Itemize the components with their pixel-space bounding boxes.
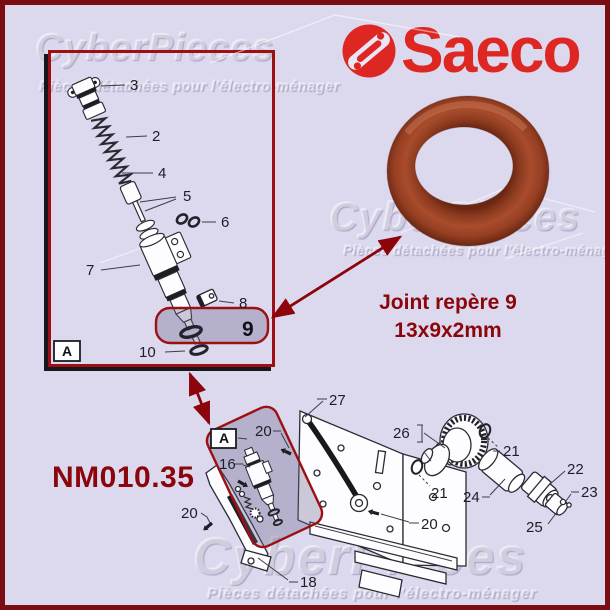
screw-arrow-20-top	[280, 448, 292, 456]
oring-photo	[386, 95, 550, 247]
oring-caption-title: Joint repère 9	[379, 291, 517, 314]
upper-callout-leaders	[100, 84, 235, 353]
oring-10-drawing	[189, 344, 209, 356]
callout-27: 27	[329, 392, 346, 409]
part-code: NM010.35	[52, 461, 195, 494]
lower-callout-leaders	[200, 398, 579, 583]
callout-26: 26	[393, 425, 410, 442]
callout-21-right: 21	[503, 443, 520, 460]
screw-arrow-16	[237, 479, 248, 488]
part-21-oring-right	[478, 423, 492, 439]
saeco-wordmark: Saeco	[401, 14, 582, 86]
part-25-cap	[544, 492, 569, 516]
callout-10: 10	[139, 344, 156, 361]
small-hardware-chain	[234, 485, 264, 523]
arrow-upper-to-lower-diagram	[188, 371, 211, 426]
callout-8: 8	[239, 295, 247, 312]
part-6-rings	[175, 213, 201, 228]
part-24-cylinder	[478, 448, 526, 493]
callout-22: 22	[567, 461, 584, 478]
frame-label-a-upper: A	[53, 340, 81, 362]
screw-arrow-20-mid	[367, 509, 380, 516]
frame-label-a-lower-text: A	[219, 430, 229, 446]
callout-7: 7	[86, 262, 94, 279]
part-16-valve	[243, 446, 283, 527]
oring-caption: Joint repère 9 13x9x2mm	[357, 289, 539, 345]
callout-24: 24	[463, 489, 480, 506]
exploded-diagrams: 3 2 4 5 6 7 8 9 10 A	[53, 14, 598, 598]
callout-4: 4	[158, 165, 166, 182]
callout-23: 23	[581, 484, 598, 501]
callout-18: 18	[300, 574, 317, 591]
callout-5: 5	[183, 188, 191, 205]
callout-16: 16	[219, 456, 236, 473]
saeco-logo-icon	[342, 24, 396, 78]
callout-25: 25	[526, 519, 543, 536]
callout-9: 9	[242, 318, 254, 341]
callout-20-top: 20	[255, 423, 272, 440]
callout-21-left: 21	[431, 485, 448, 502]
oring-9-drawing	[179, 325, 203, 339]
part-8-fitting	[196, 288, 218, 308]
screw-arrow-20-left	[203, 521, 214, 531]
frame-label-a-lower: A	[210, 428, 237, 449]
part-21-oring-left	[410, 459, 424, 475]
part-highlight-box-9	[154, 306, 270, 345]
arrow-box9-to-oring	[270, 235, 403, 319]
callout-2: 2	[152, 128, 160, 145]
part-26-knob	[420, 413, 489, 477]
callout-20-mid: 20	[421, 516, 438, 533]
callout-20-left: 20	[181, 505, 198, 522]
part-23-screw	[559, 498, 572, 508]
upper-diagram-frame	[48, 50, 275, 367]
callout-6: 6	[221, 214, 229, 231]
oring-caption-size: 13x9x2mm	[394, 319, 502, 342]
frame-label-a-upper-text: A	[62, 343, 72, 359]
lower-exploded-diagram: 27 26 21 21 24 22 23 25 20 20 20 16 18 A	[181, 392, 598, 598]
callout-3: 3	[130, 77, 138, 94]
